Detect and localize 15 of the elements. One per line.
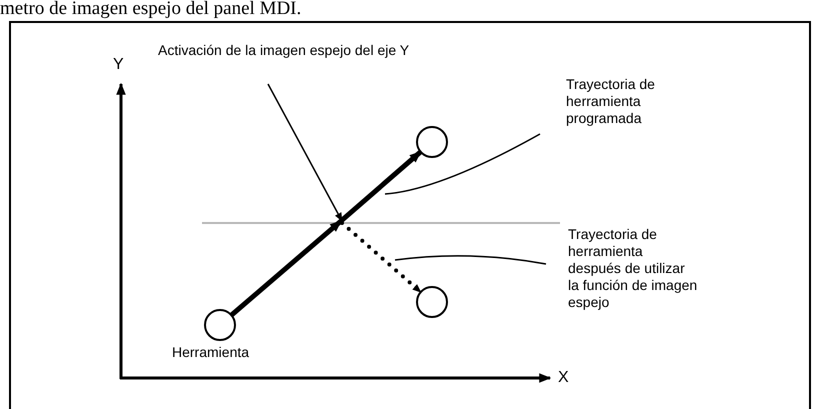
tool-circle <box>416 126 448 158</box>
leader-line <box>267 84 343 222</box>
axis-label: Y <box>113 56 124 73</box>
callout-text: Trayectoria de herramienta programada <box>566 76 686 127</box>
leader-line <box>384 133 540 195</box>
callout-text: Activación de la imagen espejo del eje Y <box>158 42 478 59</box>
axis-label: X <box>558 369 569 386</box>
tool-path-arrow <box>340 221 423 294</box>
callout-text: Trayectoria de herramienta después de utilizar la función de imagen espejo <box>568 226 698 311</box>
heading-text: metro de imagen espejo del panel MDI. <box>0 0 302 20</box>
tool-circle <box>416 286 448 318</box>
leader-line <box>394 255 546 265</box>
tool-label: Herramienta <box>172 344 250 361</box>
tool-path-arrow <box>230 150 422 318</box>
tool-circle <box>204 309 236 341</box>
